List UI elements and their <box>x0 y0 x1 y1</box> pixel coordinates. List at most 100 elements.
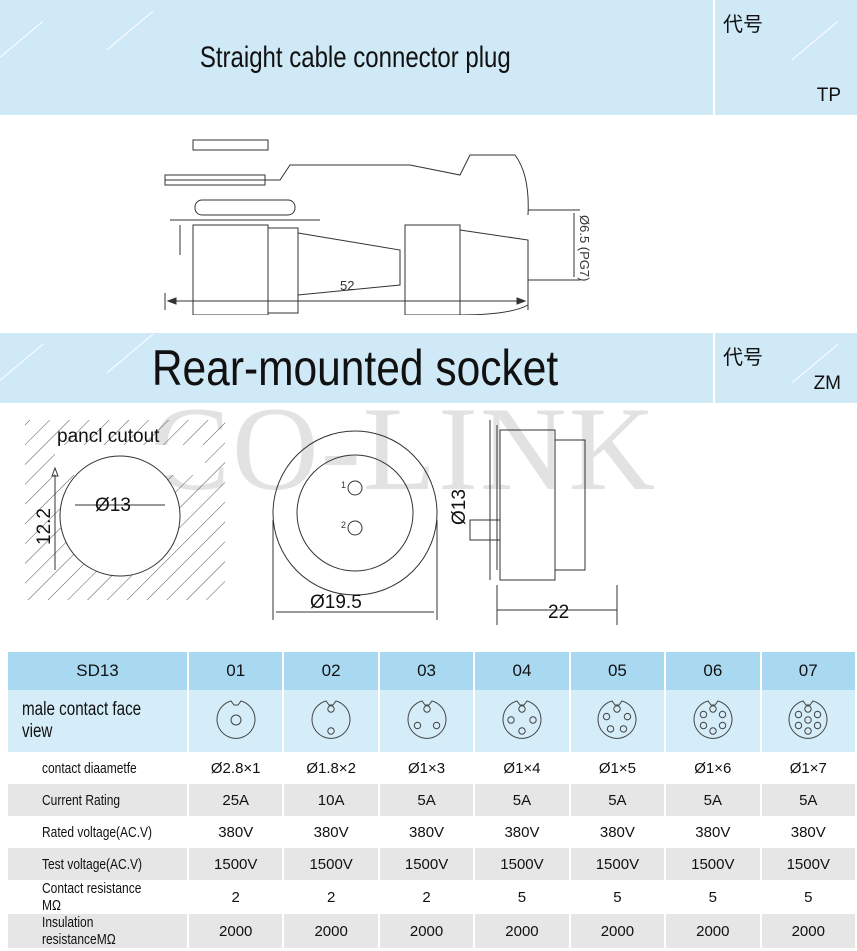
table-cell: 1500V <box>474 848 571 880</box>
table-cell: Ø1×5 <box>569 752 667 784</box>
contact-face-icon <box>188 690 285 752</box>
face-diameter: Ø19.5 <box>310 592 362 613</box>
row-label: Insulation resistanceMΩ <box>8 914 189 948</box>
row-label-text: Current Rating <box>42 791 121 809</box>
cutout-label: pancl cutout <box>57 426 160 447</box>
header-cell: SD13 <box>8 652 189 690</box>
table-cell: 380V <box>569 816 667 848</box>
socket-banner: Rear-mounted socket 代号 ZM <box>0 333 857 403</box>
socket-title: Rear-mounted socket <box>151 340 559 396</box>
table-cell: 2 <box>283 880 380 914</box>
contact-face-icon <box>283 690 380 752</box>
row-label-text: Test voltage(AC.V) <box>42 855 143 873</box>
table-cell: 380V <box>665 816 762 848</box>
table-cell: 2 <box>188 880 285 914</box>
table-cell: 5 <box>474 880 571 914</box>
table-cell: Ø1×6 <box>665 752 762 784</box>
table-cell: 25A <box>188 784 285 816</box>
contact-face-icon <box>569 690 667 752</box>
thread-diameter: Ø13 <box>449 489 470 525</box>
header-cell: 02 <box>283 652 380 690</box>
plug-cable-dim: Ø6.5 (PG7) <box>577 215 592 281</box>
table-cell: 380V <box>760 816 857 848</box>
plug-drawing: 52 Ø6.5 (PG7) <box>164 139 592 315</box>
table-cell: 1500V <box>188 848 285 880</box>
table-cell: 5A <box>378 784 476 816</box>
table-header: SD13 01 02 03 04 05 06 07 <box>8 652 857 690</box>
table-cell: 5A <box>474 784 571 816</box>
table-cell: 380V <box>283 816 380 848</box>
header-cell: 04 <box>474 652 571 690</box>
face-view-row: male contact face view <box>8 690 857 752</box>
header-cell: 06 <box>665 652 762 690</box>
pin-2-label: 2 <box>341 520 346 530</box>
code-label: 代号 <box>723 14 763 36</box>
table-cell: 2000 <box>474 914 571 948</box>
header-cell: 05 <box>569 652 667 690</box>
table-cell: Ø1×4 <box>474 752 571 784</box>
table-cell: 10A <box>283 784 380 816</box>
table-cell: 1500V <box>283 848 380 880</box>
table-cell: 2000 <box>283 914 380 948</box>
plug-title: Straight cable connector plug <box>199 40 511 74</box>
header-cell: 01 <box>188 652 285 690</box>
table-cell: 2000 <box>569 914 667 948</box>
pin-1-label: 1 <box>341 480 346 490</box>
table-cell: 380V <box>474 816 571 848</box>
table-cell: Ø2.8×1 <box>188 752 285 784</box>
row-label-text: male contact face view <box>22 699 142 742</box>
table-cell: 2000 <box>665 914 762 948</box>
plug-banner: Straight cable connector plug 代号 TP <box>0 0 857 115</box>
table-cell: 380V <box>378 816 476 848</box>
plug-length-dim: 52 <box>340 278 354 293</box>
row-label: Test voltage(AC.V) <box>8 848 189 880</box>
spec-table: SD13 01 02 03 04 05 06 07 male contact f… <box>8 652 857 948</box>
contact-face-icon <box>760 690 857 752</box>
table-cell: Ø1×3 <box>378 752 476 784</box>
contact-face-icon <box>378 690 476 752</box>
table-cell: Ø1.8×2 <box>283 752 380 784</box>
row-label-text: Contact resistance MΩ <box>42 880 142 914</box>
plug-code-cell: 代号 TP <box>713 0 857 115</box>
socket-code-cell: 代号 ZM <box>713 333 857 403</box>
table-cell: 2 <box>378 880 476 914</box>
code-label: 代号 <box>723 347 763 369</box>
table-cell: 2000 <box>188 914 285 948</box>
table-cell: 380V <box>188 816 285 848</box>
row-label-text: contact diaametfe <box>42 759 137 777</box>
table-cell: 5A <box>569 784 667 816</box>
table-cell: 1500V <box>665 848 762 880</box>
header-cell: 03 <box>378 652 476 690</box>
cutout-height: 12.2 <box>34 508 55 545</box>
table-cell: 1500V <box>569 848 667 880</box>
table-cell: 1500V <box>760 848 857 880</box>
row-label-text: Insulation resistanceMΩ <box>42 914 116 948</box>
socket-drawings: pancl cutout Ø13 12.2 1 2 Ø19.5 Ø13 22 <box>25 420 618 625</box>
row-label: Current Rating <box>8 784 189 816</box>
row-label-text: Rated voltage(AC.V) <box>42 823 153 841</box>
table-cell: Ø1×7 <box>760 752 857 784</box>
cutout-diameter: Ø13 <box>95 495 131 516</box>
header-cell: 07 <box>760 652 857 690</box>
plug-code: TP <box>816 85 841 106</box>
table-cell: 1500V <box>378 848 476 880</box>
socket-depth: 22 <box>548 602 569 623</box>
table-cell: 5 <box>665 880 762 914</box>
contact-face-icon <box>665 690 762 752</box>
contact-face-icon <box>474 690 571 752</box>
row-label: Rated voltage(AC.V) <box>8 816 189 848</box>
table-cell: 5A <box>665 784 762 816</box>
table-cell: 5A <box>760 784 857 816</box>
socket-code: ZM <box>813 373 841 394</box>
row-label: Contact resistance MΩ <box>8 880 189 914</box>
row-label: contact diaametfe <box>8 752 189 784</box>
table-cell: 5 <box>760 880 857 914</box>
table-cell: 2000 <box>760 914 857 948</box>
table-cell: 2000 <box>378 914 476 948</box>
